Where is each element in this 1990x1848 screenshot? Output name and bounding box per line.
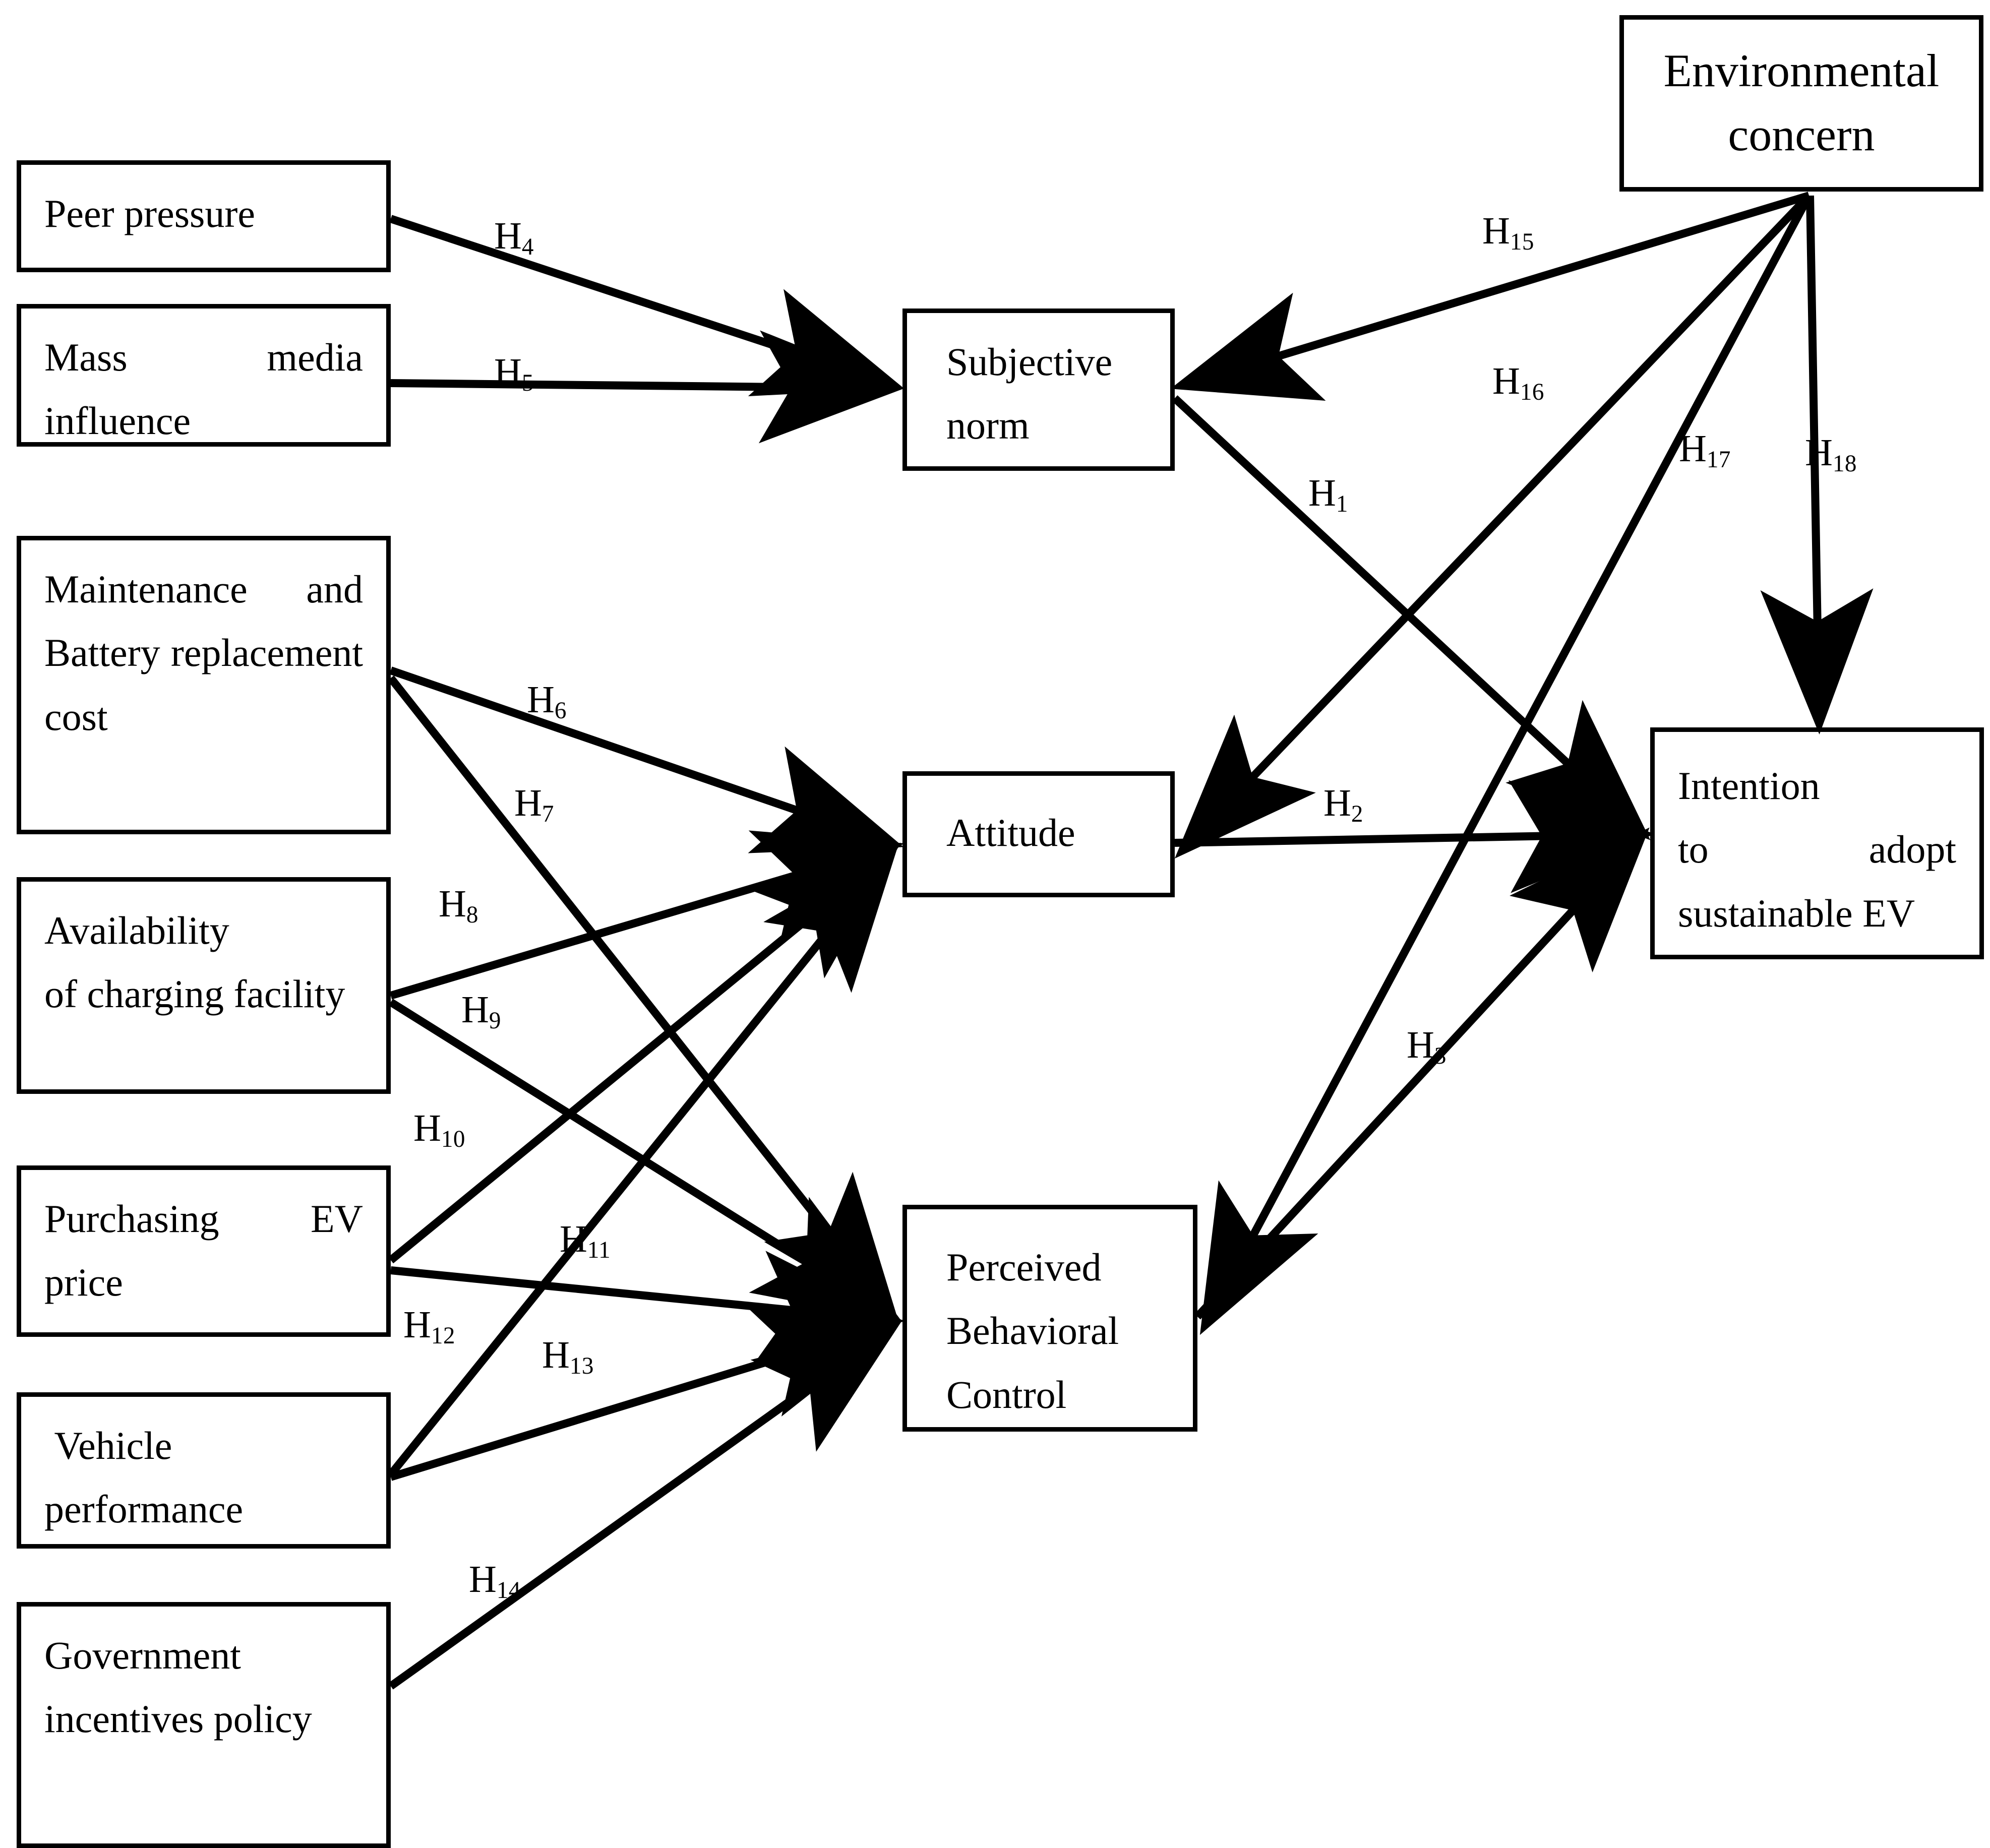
edge-label-H9: H9: [461, 989, 501, 1033]
edge-H4: [389, 215, 904, 397]
node-label-maintenance-battery-cost: Maintenance and Battery replacement cost: [44, 567, 373, 738]
edge-H3: [1194, 827, 1650, 1320]
node-peer-pressure[interactable]: Peer pressure: [17, 160, 391, 272]
edge-H11: [390, 1251, 904, 1364]
node-label-intention-to-adopt-sustainable-ev: Intention to adopt sustainable EV: [1678, 764, 1966, 935]
edge-label-H11: H11: [560, 1218, 611, 1262]
node-label-mass-media-influence: Mass media influence: [44, 335, 373, 443]
edge-label-H13: H13: [542, 1334, 594, 1378]
node-label-vehicle-performance: Vehicle performance: [44, 1424, 244, 1531]
edge-H12: [387, 844, 899, 1477]
edge-label-H2-text: H: [1323, 782, 1351, 824]
edge-H13: [389, 1308, 904, 1481]
edge-label-H12-sub: 12: [431, 1323, 455, 1349]
edge-label-H15-sub: 15: [1510, 229, 1534, 256]
edge-label-H6: H6: [527, 679, 567, 723]
edge-label-H18-text: H: [1805, 432, 1833, 474]
edge-label-H10-text: H: [413, 1107, 441, 1149]
edge-label-H4: H4: [494, 215, 534, 259]
edge-label-H16-sub: 16: [1520, 379, 1544, 406]
edge-label-H5: H5: [494, 351, 534, 395]
edge-label-H7-sub: 7: [541, 801, 554, 828]
edge-label-H1: H1: [1308, 472, 1348, 516]
edge-label-H4-sub: 4: [521, 234, 534, 261]
edge-label-H10: H10: [413, 1107, 465, 1151]
node-vehicle-performance[interactable]: Vehicle performance: [17, 1392, 391, 1549]
node-label-charging-facility: Availability of charging facility: [44, 908, 347, 1016]
edge-label-H1-sub: 1: [1336, 491, 1348, 518]
node-label-perceived-behavioral-control: Perceived Behavioral Control: [946, 1245, 1129, 1416]
node-label-peer-pressure: Peer pressure: [44, 192, 255, 235]
node-purchasing-ev-price[interactable]: Purchasing EV price: [17, 1165, 391, 1337]
edge-label-H14: H14: [469, 1558, 521, 1603]
edge-label-H1-text: H: [1308, 472, 1336, 514]
node-label-subjective-norm: Subjective norm: [946, 340, 1122, 448]
edge-label-H5-text: H: [494, 351, 522, 393]
edge-label-H15-text: H: [1482, 210, 1510, 252]
edge-label-H11-text: H: [560, 1218, 587, 1260]
edge-label-H10-sub: 10: [441, 1126, 465, 1153]
edge-label-H6-text: H: [527, 679, 555, 721]
edge-label-H14-sub: 14: [496, 1577, 521, 1604]
node-government-incentives-policy[interactable]: Government incentives policy: [17, 1602, 391, 1848]
edge-label-H5-sub: 5: [521, 370, 534, 397]
edge-label-H18-sub: 18: [1832, 451, 1857, 477]
edge-label-H13-sub: 13: [569, 1353, 594, 1380]
edge-label-H8-text: H: [439, 883, 466, 925]
edge-label-H9-text: H: [461, 989, 489, 1031]
node-maintenance-battery-cost[interactable]: Maintenance and Battery replacement cost: [17, 536, 391, 834]
edge-label-H8: H8: [439, 883, 478, 927]
edge-label-H2-sub: 2: [1351, 801, 1363, 828]
node-perceived-behavioral-control[interactable]: Perceived Behavioral Control: [902, 1205, 1197, 1432]
edge-label-H17: H17: [1679, 427, 1731, 472]
edge-H2: [1174, 780, 1655, 893]
edge-label-H18: H18: [1805, 432, 1857, 476]
edge-label-H17-sub: 17: [1706, 447, 1731, 473]
node-label-environmental-concern: Environmental concern: [1663, 45, 1951, 160]
node-mass-media-influence[interactable]: Mass media influence: [17, 304, 391, 447]
edge-label-H9-sub: 9: [489, 1008, 501, 1034]
edge-label-H17-text: H: [1679, 427, 1707, 470]
edge-label-H12-text: H: [403, 1304, 431, 1346]
edge-label-H4-text: H: [494, 215, 522, 257]
edge-H5: [390, 330, 904, 444]
edge-label-H3-text: H: [1407, 1024, 1434, 1066]
edge-label-H16: H16: [1492, 360, 1544, 404]
edge-H6: [389, 666, 904, 853]
edge-H14: [388, 1321, 902, 1690]
node-label-purchasing-ev-price: Purchasing EV price: [44, 1197, 373, 1305]
node-label-attitude: Attitude: [946, 811, 1075, 854]
edge-label-H3: H3: [1407, 1024, 1446, 1068]
node-subjective-norm[interactable]: Subjective norm: [902, 309, 1175, 471]
node-label-government-incentives-policy: Government incentives policy: [44, 1633, 312, 1741]
edge-label-H12: H12: [403, 1304, 455, 1348]
edge-label-H7: H7: [514, 782, 554, 826]
edge-label-H6-sub: 6: [554, 698, 567, 724]
edge-label-H11-sub: 11: [587, 1237, 611, 1264]
edge-label-H3-sub: 3: [1434, 1043, 1446, 1070]
edge-label-H13-text: H: [542, 1334, 570, 1376]
edge-H9: [388, 999, 902, 1322]
node-attitude[interactable]: Attitude: [902, 771, 1175, 897]
node-charging-facility[interactable]: Availability of charging facility: [17, 877, 391, 1094]
edge-label-H2: H2: [1323, 782, 1363, 826]
edge-label-H8-sub: 8: [466, 902, 478, 929]
node-environmental-concern[interactable]: Environmental concern: [1619, 15, 1983, 192]
edge-H1: [1172, 395, 1651, 840]
edge-label-H15: H15: [1482, 210, 1534, 254]
node-intention-to-adopt-sustainable-ev[interactable]: Intention to adopt sustainable EV: [1650, 727, 1984, 959]
edge-label-H16-text: H: [1492, 360, 1520, 402]
edge-label-H7-text: H: [514, 782, 542, 824]
edge-label-H14-text: H: [469, 1558, 497, 1600]
